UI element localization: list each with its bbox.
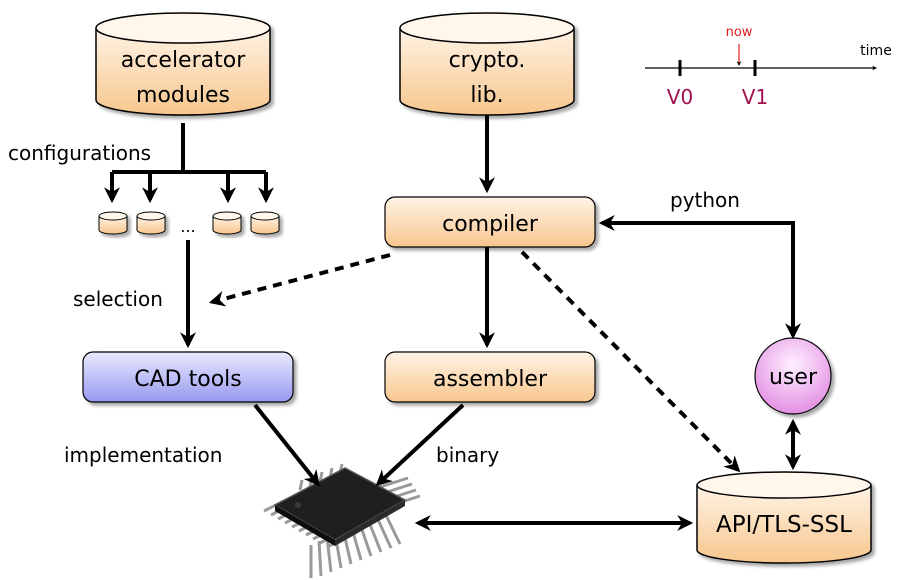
api-tls-ssl-db (696, 471, 872, 564)
compiler-selection-dashed-arrow (208, 253, 391, 307)
v0-label: V0 (667, 85, 693, 109)
compiler-label: compiler (442, 212, 539, 237)
selection-label: selection (73, 287, 163, 311)
user-node: user (754, 337, 832, 415)
configurations-tree (104, 123, 274, 204)
binary-arrow (375, 403, 465, 487)
compiler-box: compiler (384, 196, 596, 248)
user-label: user (769, 365, 818, 390)
crypto-lib-db (399, 12, 575, 116)
cad-tools-box: CAD tools (82, 351, 294, 403)
configuration-db-1 (98, 211, 128, 235)
binary-label: binary (436, 443, 499, 467)
accelerator-modules-label-1: accelerator (121, 48, 246, 73)
implementation-arrow (253, 403, 320, 487)
assembler-label: assembler (433, 367, 548, 392)
accelerator-modules-label-2: modules (136, 83, 230, 108)
time-label: time (860, 43, 892, 59)
implementation-label: implementation (64, 443, 222, 467)
microchip-icon (263, 463, 421, 578)
version-timeline: now time V0 V1 (645, 25, 892, 109)
configuration-db-3 (212, 211, 242, 235)
crypto-lib-label-1: crypto. (449, 48, 526, 73)
v1-label: V1 (742, 85, 768, 109)
configuration-db-4 (250, 211, 280, 235)
compiler-api-dashed-arrow (520, 250, 741, 473)
cad-tools-label: CAD tools (134, 367, 241, 392)
assembler-box: assembler (384, 351, 596, 403)
python-link (598, 215, 801, 340)
python-label: python (670, 188, 740, 212)
accelerator-modules-db (95, 12, 271, 116)
now-label: now (726, 25, 753, 40)
configurations-label: configurations (8, 141, 151, 165)
api-tls-ssl-label: API/TLS-SSL (716, 512, 852, 538)
crypto-lib-label-2: lib. (470, 83, 503, 108)
configurations-ellipsis: ... (180, 217, 195, 236)
configuration-db-2 (136, 211, 166, 235)
